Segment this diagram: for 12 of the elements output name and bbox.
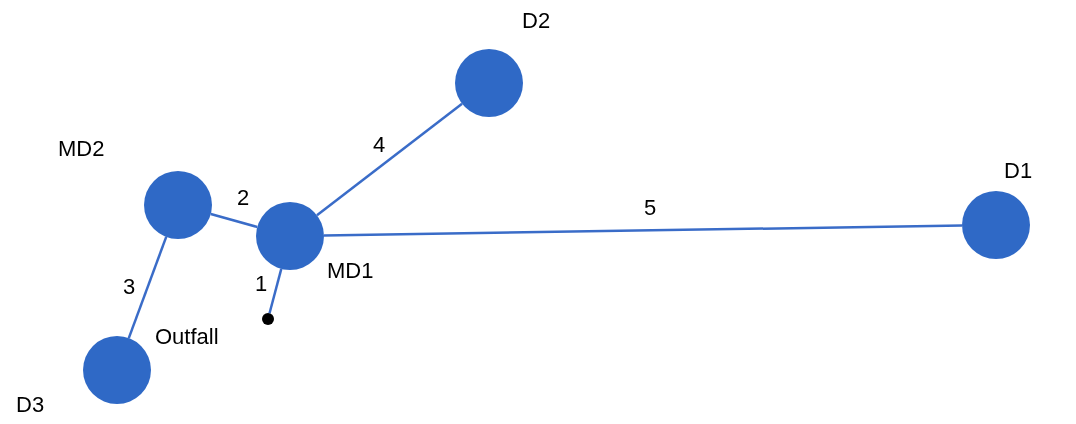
node-label: D2 xyxy=(522,8,551,34)
connector-line xyxy=(268,268,283,314)
connector-line xyxy=(127,236,168,339)
node-label: Outfall xyxy=(155,324,219,350)
connector-line xyxy=(316,102,463,217)
connector-line xyxy=(324,224,962,237)
node-label: MD2 xyxy=(58,136,105,162)
node-label: MD1 xyxy=(327,258,374,284)
node-label: D1 xyxy=(1004,158,1033,184)
outfall-point xyxy=(262,313,274,325)
connector-line xyxy=(210,212,258,229)
node-label: D3 xyxy=(16,392,45,418)
